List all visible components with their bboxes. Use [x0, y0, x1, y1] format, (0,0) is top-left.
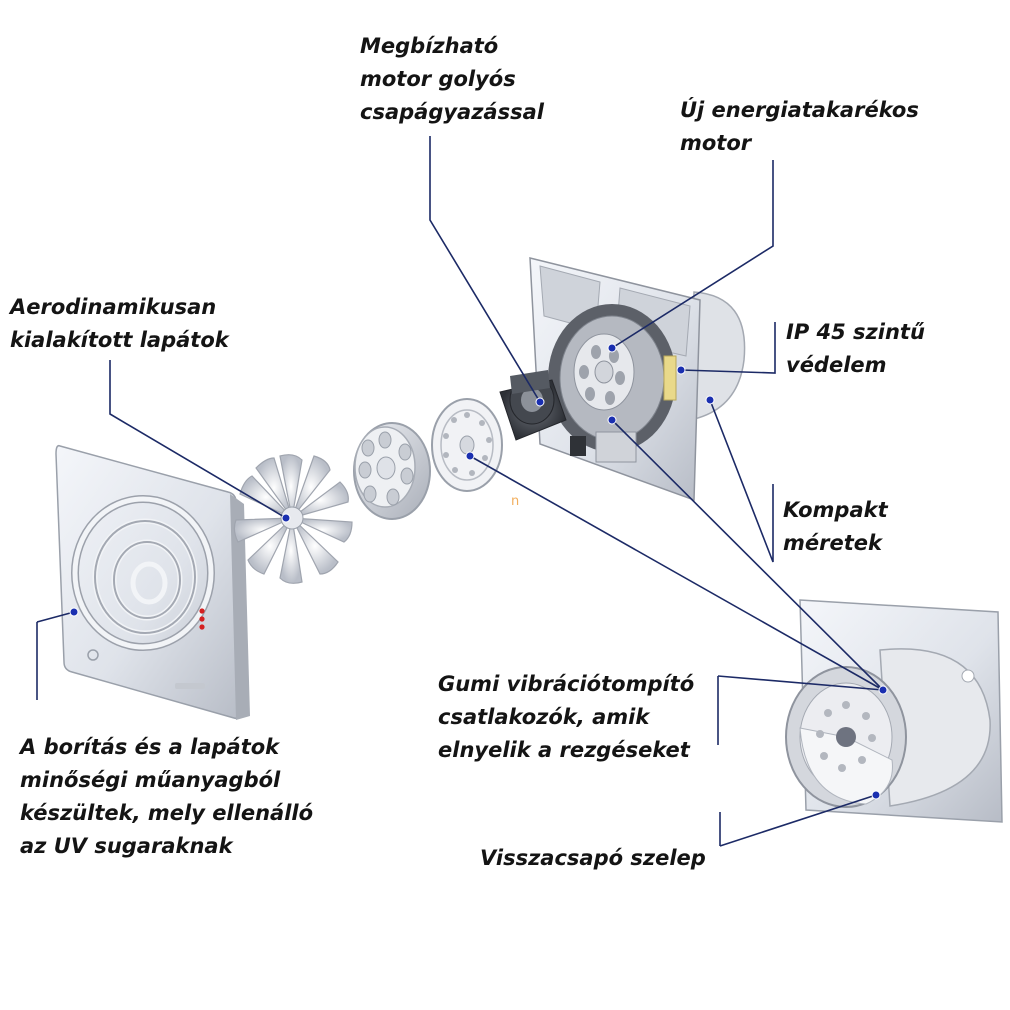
label-line: Visszacsapó szelep	[480, 846, 706, 870]
rubber-damper-disc-icon	[431, 398, 503, 492]
label-line: csatlakozók, amik	[438, 705, 650, 729]
label-line: IP 45 szintű	[786, 320, 925, 344]
label-energy-motor: Új energiatakarékos motor	[680, 94, 919, 160]
label-check-valve: Visszacsapó szelep	[480, 842, 706, 875]
label-line: készültek, mely ellenálló	[20, 801, 314, 825]
label-line: Gumi vibrációtompító	[438, 672, 695, 696]
label-ip45: IP 45 szintű védelem	[786, 316, 925, 382]
motor-mount-ring-icon	[353, 422, 431, 520]
impeller-icon	[233, 454, 353, 584]
leader-lines	[36, 136, 884, 847]
rear-housing-icon	[529, 257, 746, 502]
label-rubber-dampers: Gumi vibrációtompító csatlakozók, amik e…	[438, 668, 694, 767]
label-line: motor golyós	[360, 67, 516, 91]
label-line: Aerodinamikusan	[10, 295, 217, 319]
label-line: Új energiatakarékos	[680, 98, 919, 122]
label-line: motor	[680, 131, 752, 155]
fan-front-cover-icon	[55, 444, 250, 720]
label-line: Kompakt	[783, 498, 888, 522]
label-line: védelem	[786, 353, 887, 377]
motor-unit-icon	[499, 370, 567, 441]
label-line: az UV sugaraknak	[20, 834, 233, 858]
label-line: elnyelik a rezgéseket	[438, 738, 690, 762]
label-compact: Kompakt méretek	[783, 494, 888, 560]
leader-dots	[69, 343, 888, 800]
label-line: minőségi műanyagból	[20, 768, 281, 792]
watermark-glyph: n	[511, 494, 520, 509]
assembled-fan-icon	[785, 599, 1003, 823]
check-valve-icon	[799, 727, 893, 805]
label-line: méretek	[783, 531, 882, 555]
label-cover-material: A borítás és a lapátok minőségi műanyagb…	[20, 731, 313, 863]
label-line: csapágyazással	[360, 100, 544, 124]
label-line: Megbízható	[360, 34, 499, 58]
label-line: A borítás és a lapátok	[20, 735, 280, 759]
label-motor-bearing: Megbízható motor golyós csapágyazással	[360, 30, 544, 129]
label-blades: Aerodinamikusan kialakított lapátok	[10, 291, 229, 357]
label-line: kialakított lapátok	[10, 328, 229, 352]
